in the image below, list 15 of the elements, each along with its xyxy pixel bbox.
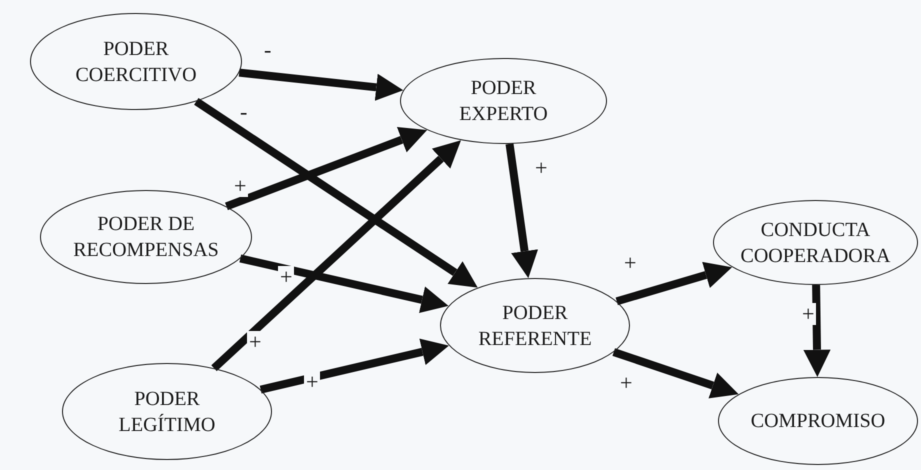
ellipse-node: CONDUCTA COOPERADORA [713,200,918,285]
arrow [616,262,732,306]
arrow [211,140,461,372]
arrow [260,338,449,394]
arrow [803,284,831,377]
ellipse-node: PODER LEGÍTIMO [62,363,272,460]
arrow [612,348,739,398]
arrow [506,143,538,278]
arrow [225,127,428,210]
arrow [239,254,449,314]
arrow [238,68,404,101]
ellipse-node: COMPROMISO [718,377,918,465]
arrow [194,98,478,288]
edge-label: + [800,303,816,325]
ellipse-node: PODER EXPERTO [400,58,607,144]
